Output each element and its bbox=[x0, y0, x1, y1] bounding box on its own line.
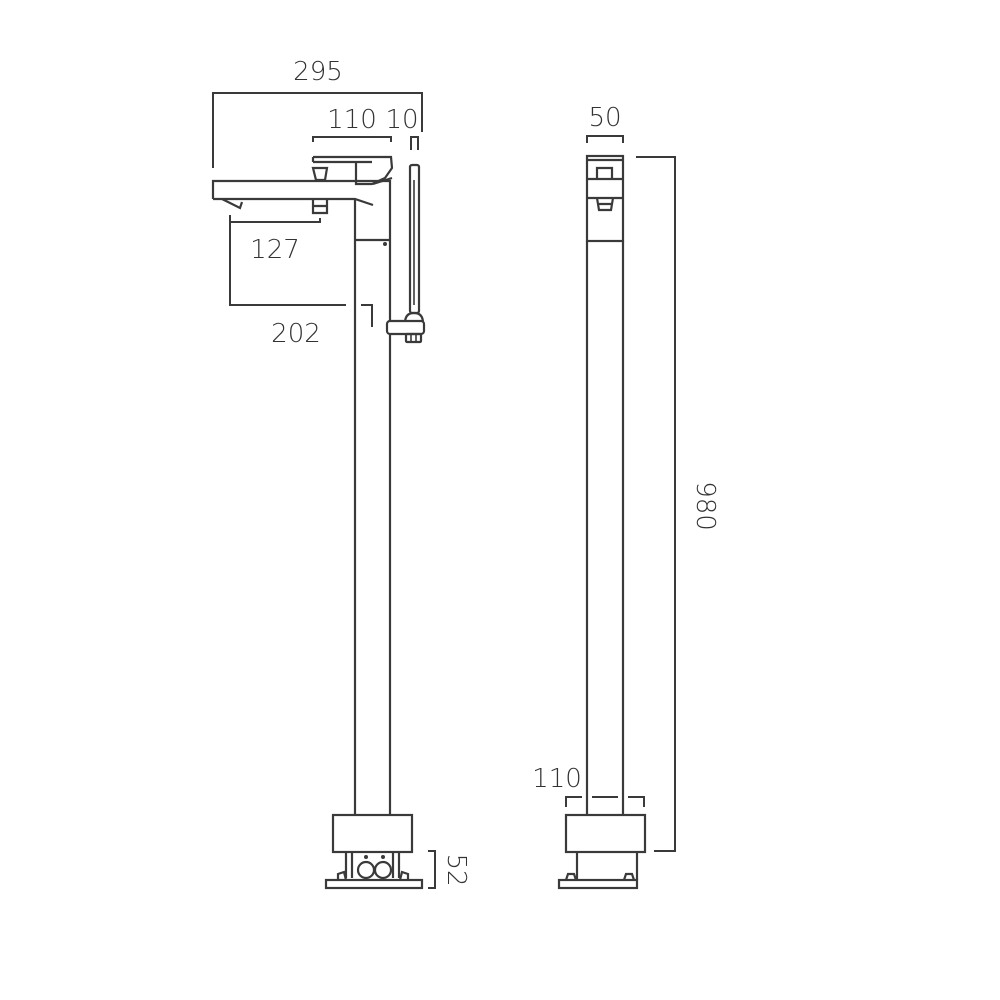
dimension-overall-width: 295 bbox=[212, 57, 423, 168]
dimension-handset-offset: 10 bbox=[385, 105, 419, 150]
dimension-label-50: 50 bbox=[588, 103, 621, 133]
diverter-knob bbox=[311, 199, 329, 215]
dimension-base-width: 110 bbox=[532, 764, 645, 807]
front-head bbox=[585, 154, 625, 243]
base-shroud bbox=[331, 813, 414, 854]
dimension-body-width: 50 bbox=[586, 103, 624, 143]
dimension-label-52: 52 bbox=[441, 853, 471, 886]
lever-handle bbox=[311, 155, 394, 186]
lever-cartridge-top bbox=[311, 166, 329, 182]
dimension-spout-to-lever: 127 bbox=[229, 215, 321, 265]
dimension-label-295: 295 bbox=[293, 57, 343, 87]
dimension-label-127: 127 bbox=[250, 235, 300, 265]
dimension-spout-to-riser: 202 bbox=[229, 222, 373, 349]
dimension-overall-height: 980 bbox=[636, 156, 720, 852]
dimension-label-980: 980 bbox=[690, 481, 720, 531]
dimension-base-height: 52 bbox=[428, 850, 471, 889]
dimension-label-110-side: 110 bbox=[327, 105, 377, 135]
dimension-label-10: 10 bbox=[385, 105, 418, 135]
dimension-label-202: 202 bbox=[271, 319, 321, 349]
side-view: 295 110 10 bbox=[211, 57, 471, 890]
front-base-valve bbox=[557, 852, 639, 890]
front-view: 50 980 110 bbox=[532, 103, 720, 890]
front-base-shroud bbox=[564, 813, 647, 854]
riser-column bbox=[353, 240, 392, 815]
spout bbox=[211, 179, 392, 246]
front-column bbox=[585, 241, 625, 815]
dimension-lever-width: 110 bbox=[312, 105, 392, 142]
dimension-label-110-front: 110 bbox=[532, 764, 582, 794]
base-valve bbox=[324, 852, 424, 890]
shower-rail bbox=[385, 163, 426, 344]
